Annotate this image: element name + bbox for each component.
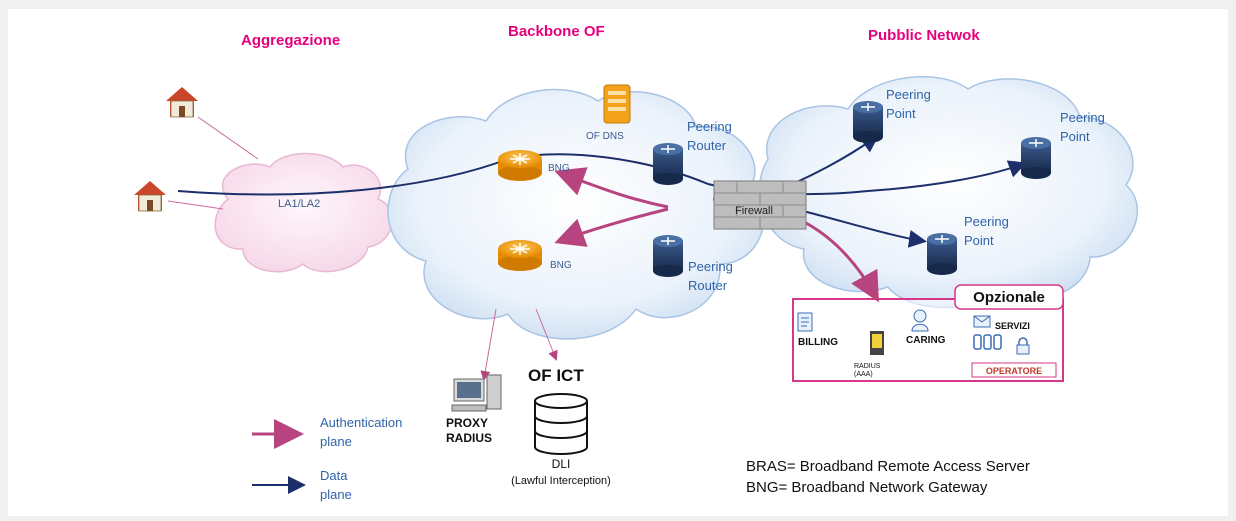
data-legend-line1: Data: [320, 468, 348, 483]
caring-icon: [911, 309, 929, 332]
data-legend-line2: plane: [320, 487, 352, 502]
lawful-interception-label: (Lawful Interception): [511, 475, 611, 487]
auth-legend-line1: Authentication: [320, 415, 402, 430]
aggregation-cloud: [214, 152, 394, 273]
peering-router-bottom-line2: Router: [688, 278, 728, 293]
peering-point-c-line1: Peering: [964, 214, 1009, 229]
proxy-radius-line2: RADIUS: [446, 431, 492, 445]
la-label: LA1/LA2: [278, 198, 320, 210]
bng-router-icon: [498, 150, 542, 181]
optional-title-box: [954, 284, 1064, 310]
peering-router-bottom-line1: Peering: [688, 259, 733, 274]
of-ict-label: OF ICT: [528, 366, 584, 385]
diagram-svg: Aggregazione Backbone OF Pubblic Netwok …: [134, 23, 1138, 502]
proxy-radius-line1: PROXY: [446, 416, 488, 430]
peering-point-b-line1: Peering: [1060, 110, 1105, 125]
section-public: Pubblic Netwok: [868, 27, 980, 44]
section-backbone: Backbone OF: [508, 23, 605, 40]
firewall-icon: [713, 180, 807, 230]
auth-line-proxy: [480, 308, 497, 381]
peering-point-c-line2: Point: [964, 233, 994, 248]
house-icon: [134, 181, 166, 212]
house-icon: [166, 87, 198, 118]
legend: Authentication plane Data plane: [252, 415, 402, 502]
peering-point-a-line1: Peering: [886, 87, 931, 102]
of-dns-label: OF DNS: [586, 131, 624, 142]
peering-point-icon: [927, 233, 957, 275]
auth-line-ofict: [535, 308, 558, 361]
peering-router-icon: [653, 235, 683, 277]
lock-icon: [1016, 337, 1030, 355]
peering-router-icon: [653, 143, 683, 185]
auth-legend-line2: plane: [320, 434, 352, 449]
network-diagram: Aggregazione Backbone OF Pubblic Netwok …: [8, 9, 1228, 516]
bras-definition: BRAS= Broadband Remote Access Server: [746, 458, 1030, 475]
radius-label-line1: RADIUS: [854, 363, 881, 370]
bng-definition: BNG= Broadband Network Gateway: [746, 479, 988, 496]
aggregation-link-2: [167, 200, 224, 210]
peering-point-icon: [853, 101, 883, 143]
operatore-label: OPERATORE: [986, 366, 1042, 376]
dns-server-icon: [603, 84, 631, 124]
caring-label: CARING: [906, 335, 946, 346]
services-icon: [973, 334, 1002, 350]
computer-icon: [451, 374, 502, 412]
radius-device-icon: [870, 331, 884, 355]
servizi-label: SERVIZI: [995, 321, 1030, 331]
firewall-label: Firewall: [735, 205, 773, 217]
radius-label-line2: (AAA): [854, 371, 873, 378]
billing-label: BILLING: [798, 337, 838, 348]
peering-router-top-line1: Peering: [687, 119, 732, 134]
peering-point-a-line2: Point: [886, 106, 916, 121]
bng-router-icon: [498, 240, 542, 271]
auth-plane-line-top: [554, 167, 669, 209]
peering-point-b-line2: Point: [1060, 129, 1090, 144]
optional-title: Opzionale: [973, 289, 1045, 306]
section-aggregation: Aggregazione: [241, 32, 340, 49]
bng-bottom-label: BNG: [550, 260, 572, 271]
peering-point-icon: [1021, 137, 1051, 179]
dli-label: DLI: [552, 457, 571, 471]
bng-top-label: BNG: [548, 163, 570, 174]
billing-icon: [797, 312, 813, 332]
database-icon: [534, 393, 588, 455]
aggregation-link-1: [197, 116, 259, 160]
peering-router-top-line2: Router: [687, 138, 727, 153]
mail-icon: [973, 315, 991, 328]
auth-plane-line-bottom: [554, 207, 669, 247]
